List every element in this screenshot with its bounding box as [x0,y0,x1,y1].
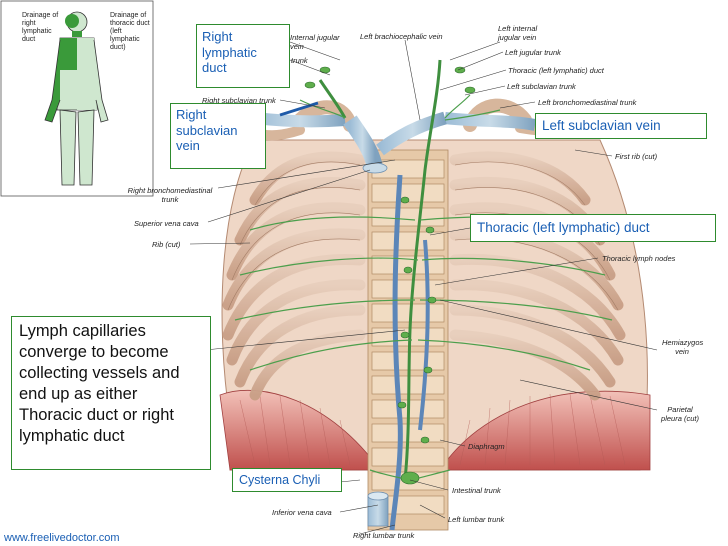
rib-right-8 [449,329,601,401]
rib-left-4 [222,228,366,311]
callout-thoracic-duct: Thoracic (left lymphatic) duct [470,214,716,242]
label-parietal-pleura: Parietal pleura (cut) [661,405,699,423]
thoracic-duct [403,59,442,481]
inset-thoracic-duct-label: Drainage of thoracic duct (left lymphati… [110,12,150,51]
left-brachiocephalic-vein [376,111,447,156]
label-left-bronchomediastinal: Left bronchomediastinal trunk [538,98,637,107]
left-subclavian-vein [444,112,537,131]
rib-left-3 [226,202,366,281]
label-right-trunk: trunk [291,56,308,65]
rib-right-6 [449,279,624,366]
inset-right-duct-label: Drainage of right lymphatic duct [22,12,59,43]
label-superior-vena-cava: Superior vena cava [134,219,199,228]
label-right-subclavian-trunk: Right subclavian trunk [202,96,276,105]
label-thoracic-duct-small: Thoracic (left lymphatic) duct [508,66,604,75]
label-left-internal-jugular: Left internal jugular vein [498,24,538,42]
rib-left-7 [234,304,366,388]
rib-right-7 [449,304,616,388]
right-lymphatic-duct [318,79,347,119]
azygos-vein [389,174,403,531]
callout-left-subclavian-vein: Left subclavian vein [535,113,707,139]
label-first-rib: First rib (cut) [615,152,658,161]
callout-right-subclavian-vein: Right subclavian vein [170,103,266,169]
rib-left-6 [226,279,366,366]
right-subclavian-vein [254,112,346,128]
label-intestinal-trunk: Intestinal trunk [452,486,501,495]
label-right-internal-jugular: Internal jugular vein [290,33,340,51]
label-left-subclavian-trunk: Left subclavian trunk [507,82,576,91]
right-subclavian-pointer [279,101,319,117]
label-right-bronchomediastinal: Right bronchomediastinal trunk [127,186,213,204]
label-left-lumbar: Left lumbar trunk [448,515,505,524]
label-diaphragm: Diaphragm [468,442,505,451]
label-inferior-vena-cava: Inferior vena cava [272,508,332,517]
label-left-brachiocephalic: Left brachiocephalic vein [360,32,443,41]
callout-lymph-capillaries: Lymph capillaries converge to become col… [11,316,211,470]
rib-right-1 [449,151,591,206]
label-hemiazygos: Hemiazygos vein [662,338,704,356]
rib-right-5 [449,253,626,341]
callout-cisterna-chyli: Cysterna Chyli [232,468,342,492]
hemiazygos-vein [418,239,430,431]
diaphragm-right-muscle [439,390,651,471]
rib-left-2 [234,176,366,246]
callout-right-lymphatic-duct: Right lymphatic duct [196,24,290,88]
label-left-jugular-trunk: Left jugular trunk [505,48,561,57]
rib-left-8 [249,329,366,401]
source-watermark: www.freelivedoctor.com [4,532,120,544]
rib-left-1 [249,151,366,206]
inset-body-figure [0,0,154,197]
label-right-lumbar: Right lumbar trunk [353,531,415,540]
label-rib-cut: Rib (cut) [152,240,181,249]
label-thoracic-lymph-nodes: Thoracic lymph nodes [602,254,676,263]
inferior-vena-cava [367,495,389,527]
